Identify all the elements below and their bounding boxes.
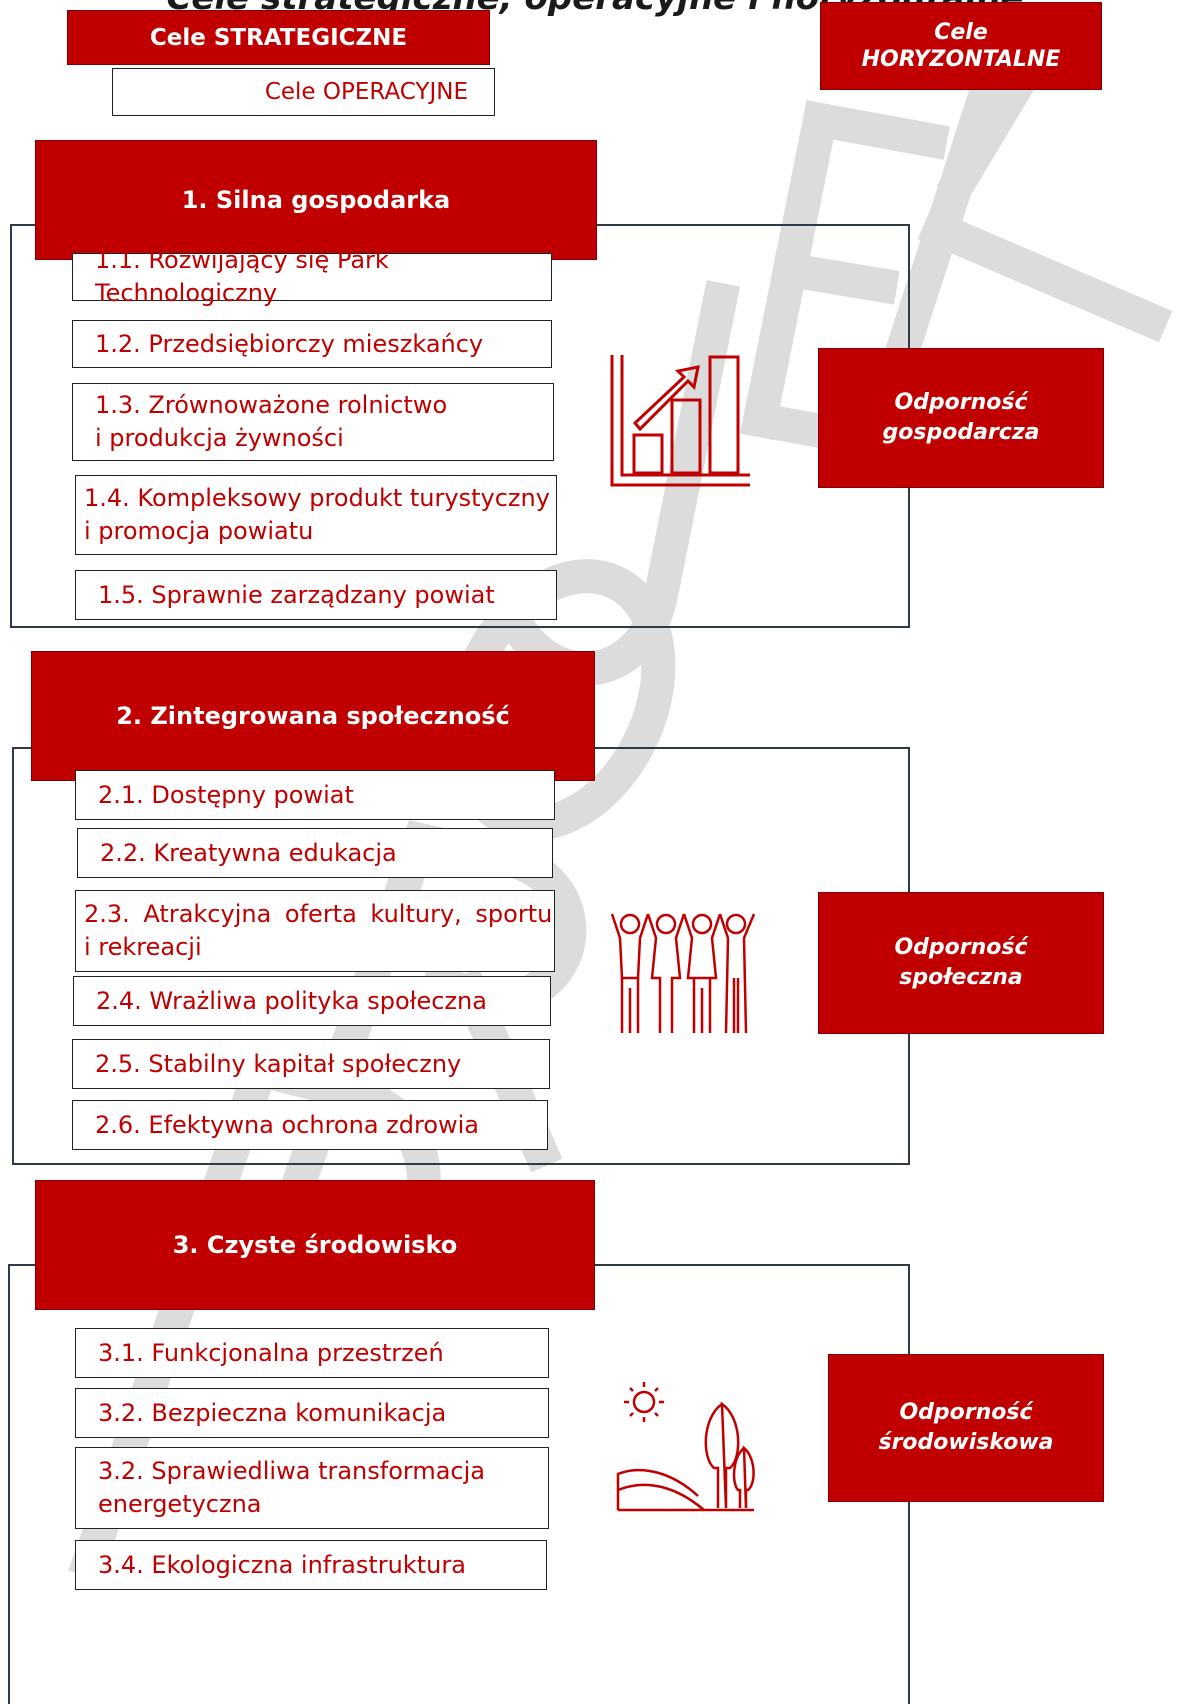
legend-horizontal-line2: HORYZONTALNE — [861, 47, 1061, 72]
op-item-label-line1: 2.3. Atrakcyjna oferta kultury, sportu — [84, 900, 553, 928]
horizontal-goal-line2: gospodarcza — [882, 420, 1040, 445]
op-item-3-1: 3.1. Funkcjonalna przestrzeń — [75, 1328, 549, 1378]
op-item-3-3: 3.2. Sprawiedliwa transformacja energety… — [75, 1447, 549, 1529]
group-2-title: 2. Zintegrowana społeczność — [31, 651, 595, 781]
horizontal-goal-3: Odporność środowiskowa — [828, 1354, 1104, 1502]
landscape-sun-tree-icon — [616, 1382, 755, 1512]
op-item-label-line2: i rekreacji — [84, 933, 202, 961]
horizontal-goal-2: Odporność społeczna — [818, 892, 1104, 1034]
op-item-label-line1: 1.4. Kompleksowy produkt turystyczny — [84, 484, 550, 512]
op-item-label: 3.2. Bezpieczna komunikacja — [98, 1398, 447, 1427]
horizontal-goal-1: Odporność gospodarcza — [818, 348, 1104, 488]
legend-operational: Cele OPERACYJNE — [112, 68, 495, 116]
group-3-title-label: 3. Czyste środowisko — [172, 1231, 458, 1259]
people-group-icon — [610, 913, 756, 1034]
legend-horizontal-line1: Cele — [934, 20, 988, 45]
legend-operational-label: Cele OPERACYJNE — [264, 79, 468, 105]
op-item-label: 2.4. Wrażliwa polityka społeczna — [96, 986, 487, 1015]
op-item-label: 2.5. Stabilny kapitał społeczny — [95, 1049, 462, 1078]
op-item-2-6: 2.6. Efektywna ochrona zdrowia — [72, 1100, 548, 1150]
op-item-1-5: 1.5. Sprawnie zarządzany powiat — [75, 570, 557, 620]
legend-strategic-label: Cele STRATEGICZNE — [149, 24, 408, 51]
group-2-title-label: 2. Zintegrowana społeczność — [116, 702, 510, 730]
op-item-label: 3.4. Ekologiczna infrastruktura — [98, 1550, 466, 1579]
op-item-1-2: 1.2. Przedsiębiorczy mieszkańcy — [72, 320, 552, 368]
op-item-1-1: 1.1. Rozwijający się Park Technologiczny — [72, 246, 552, 307]
op-item-label-line1: 1.3. Zrównoważone rolnictwo — [95, 391, 448, 419]
op-item-label: 2.2. Kreatywna edukacja — [100, 838, 397, 867]
horizontal-goal-line2: środowiskowa — [878, 1430, 1054, 1455]
horizontal-goal-line1: Odporność — [894, 390, 1028, 415]
group-3-title: 3. Czyste środowisko — [35, 1180, 595, 1310]
group-1-title: 1. Silna gospodarka — [35, 140, 597, 260]
growth-chart-icon — [610, 355, 750, 487]
op-item-3-4: 3.4. Ekologiczna infrastruktura — [75, 1540, 547, 1590]
op-item-1-4: 1.4. Kompleksowy produkt turystyczny i p… — [75, 475, 557, 555]
op-item-label: 1.5. Sprawnie zarządzany powiat — [98, 580, 495, 609]
op-item-1-3: 1.3. Zrównoważone rolnictwo i produkcja … — [72, 383, 554, 461]
op-item-label: 2.6. Efektywna ochrona zdrowia — [95, 1110, 480, 1139]
op-item-3-2: 3.2. Bezpieczna komunikacja — [75, 1388, 549, 1438]
op-item-label-line2: energetyczna — [98, 1490, 262, 1518]
horizontal-goal-line1: Odporność — [894, 935, 1028, 960]
legend-horizontal: Cele HORYZONTALNE — [820, 2, 1102, 90]
op-item-2-1: 2.1. Dostępny powiat — [75, 770, 555, 820]
legend-strategic: Cele STRATEGICZNE — [67, 10, 490, 65]
group-1-title-label: 1. Silna gospodarka — [181, 186, 451, 214]
horizontal-goal-line1: Odporność — [899, 1400, 1033, 1425]
op-item-label-line1: 3.2. Sprawiedliwa transformacja — [98, 1457, 485, 1485]
op-item-2-3: 2.3. Atrakcyjna oferta kultury, sportu i… — [75, 890, 555, 972]
op-item-label-line2: i promocja powiatu — [84, 517, 314, 545]
horizontal-goal-line2: społeczna — [899, 965, 1023, 990]
op-item-label: 1.2. Przedsiębiorczy mieszkańcy — [95, 329, 484, 358]
op-item-2-2: 2.2. Kreatywna edukacja — [77, 828, 553, 878]
op-item-2-4: 2.4. Wrażliwa polityka społeczna — [73, 976, 551, 1026]
op-item-2-5: 2.5. Stabilny kapitał społeczny — [72, 1039, 550, 1089]
op-item-label-line2: i produkcja żywności — [95, 424, 344, 452]
op-item-label: 1.1. Rozwijający się Park Technologiczny — [95, 246, 389, 307]
op-item-label: 3.1. Funkcjonalna przestrzeń — [98, 1338, 444, 1367]
op-item-label: 2.1. Dostępny powiat — [98, 780, 354, 809]
